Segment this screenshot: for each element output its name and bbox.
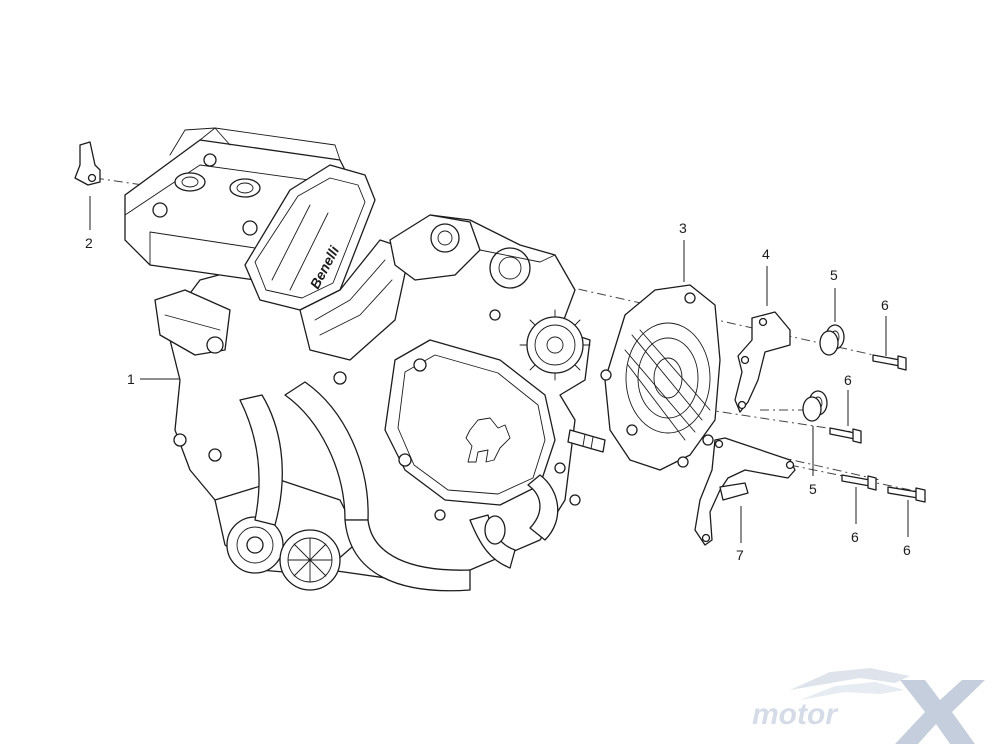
callout-6-lower-left: 6	[851, 529, 859, 545]
watermark-x-mark	[895, 680, 985, 744]
callout-2: 2	[85, 235, 93, 251]
callout-5-lower: 5	[809, 481, 817, 497]
watermark-text: motor	[752, 698, 839, 731]
part-2-bracket	[74, 141, 101, 186]
callout-6-top: 6	[881, 297, 889, 313]
callout-7: 7	[736, 547, 744, 563]
part-7-lower-bracket	[694, 437, 796, 546]
watermark-logo: motor	[752, 668, 985, 744]
callout-3: 3	[679, 220, 687, 236]
part-5-grommets	[802, 324, 845, 422]
part-4-bracket-plate	[734, 311, 791, 413]
callout-5-upper: 5	[830, 267, 838, 283]
part-6-bolts	[829, 354, 926, 503]
leader-lines	[89, 196, 909, 543]
part-3-stator-cover	[600, 284, 721, 471]
engine-assembly: Benelli	[124, 127, 606, 592]
callout-labels: 1 2 3 4 5 5 6 6 6 6 7	[85, 220, 911, 563]
callout-4: 4	[762, 246, 770, 262]
callout-6-lower-right: 6	[903, 542, 911, 558]
callout-6-middle: 6	[844, 372, 852, 388]
callout-1: 1	[127, 371, 135, 387]
